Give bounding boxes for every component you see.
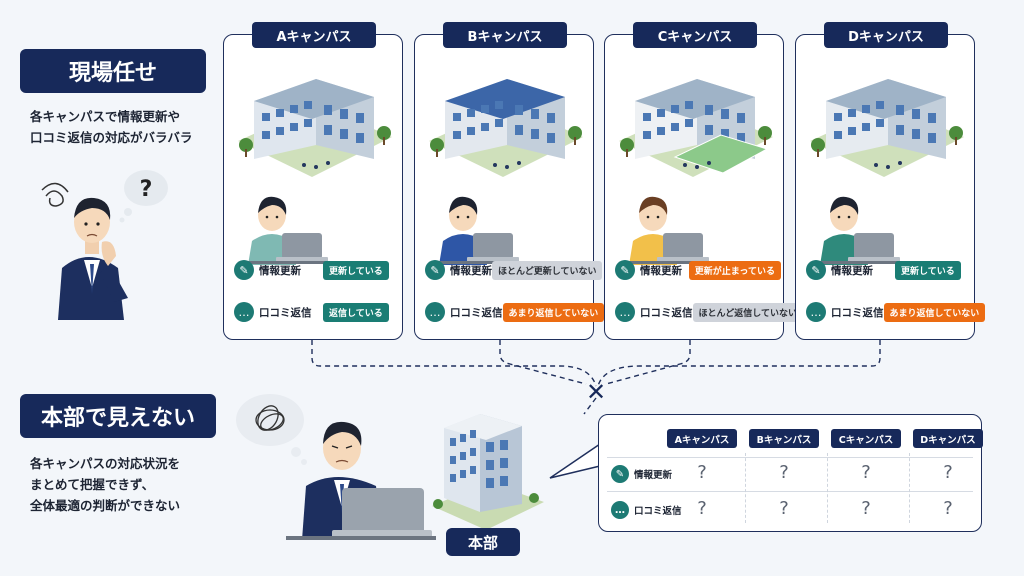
status-badge: あまり返信していない — [883, 302, 986, 322]
caption-line: 全体最適の判断ができない — [30, 498, 181, 513]
section-caption-on-site: 各キャンパスで情報更新や 口コミ返信の対応がバラバラ — [30, 106, 220, 148]
section-label-on-site: 現場任せ — [20, 49, 206, 93]
matrix-unknown-cell: ? — [943, 462, 953, 483]
matrix-unknown-cell: ? — [861, 498, 871, 519]
pencil-icon: ✎ — [234, 260, 254, 280]
matrix-column-header: Bキャンパス — [749, 429, 819, 448]
merge-cross-icon: ✕ — [586, 378, 606, 406]
matrix-column-header: Dキャンパス — [913, 429, 983, 448]
status-matrix: Aキャンパス Bキャンパス Cキャンパス Dキャンパス ✎ 情報更新 ???? … 口… — [598, 414, 983, 532]
status-row: ✎ 情報更新 更新している — [806, 259, 972, 281]
matrix-row-label: ✎ 情報更新 — [611, 461, 672, 487]
status-row: … 口コミ返信 返信している — [234, 301, 400, 323]
staff-at-laptop-illustration — [242, 196, 338, 265]
status-row: … 口コミ返信 あまり返信していない — [425, 301, 605, 323]
status-row-label: 情報更新 — [831, 264, 873, 277]
campus-card-title: Aキャンパス — [252, 22, 376, 48]
worried-hq-manager-illustration — [236, 394, 436, 540]
section-label-not-visible: 本部で見えない — [20, 394, 216, 438]
hq-building-illustration — [432, 414, 544, 530]
section-caption-not-visible: 各キャンパスの対応状況を まとめて把握できず、 全体最適の判断ができない — [30, 453, 260, 516]
campus-card: Aキャンパス ✎ 情報更新 — [223, 22, 403, 340]
pencil-icon: ✎ — [425, 260, 445, 280]
campus-building-illustration — [810, 79, 964, 177]
status-badge: 返信している — [323, 302, 389, 322]
campus-building-illustration — [238, 79, 392, 177]
staff-at-laptop-illustration — [433, 196, 529, 265]
campus-card: Dキャンパス ✎ 情報更新 — [795, 22, 986, 340]
campus-card-title: Cキャンパス — [633, 22, 757, 48]
status-row: ✎ 情報更新 ほとんど更新していない — [425, 259, 603, 281]
caption-line: 各キャンパスの対応状況を — [30, 456, 181, 471]
matrix-unknown-cell: ? — [861, 462, 871, 483]
status-row-label: 口コミ返信 — [450, 306, 503, 319]
question-thought-bubble-icon: ? — [119, 170, 168, 223]
matrix-unknown-cell: ? — [943, 498, 953, 519]
status-row: … 口コミ返信 あまり返信していない — [806, 301, 986, 323]
pencil-icon: ✎ — [806, 260, 826, 280]
campus-card: Cキャンパス ✎ 情報更新 — [604, 22, 803, 340]
matrix-column-header: Cキャンパス — [831, 429, 901, 448]
chat-bubble-icon: … — [425, 302, 445, 322]
confused-manager-illustration: ? — [41, 170, 168, 320]
status-badge: ほとんど更新していない — [492, 260, 603, 280]
caption-line: 口コミ返信の対応がバラバラ — [30, 130, 193, 145]
status-row: ✎ 情報更新 更新している — [234, 259, 400, 281]
status-row-label: 口コミ返信 — [259, 306, 312, 319]
pencil-icon: ✎ — [611, 465, 629, 483]
staff-at-laptop-illustration — [623, 196, 719, 265]
chat-bubble-icon: … — [234, 302, 254, 322]
status-badge: 更新している — [323, 260, 389, 280]
campus-card-title: Bキャンパス — [443, 22, 567, 48]
status-row: ✎ 情報更新 更新が止まっている — [615, 259, 781, 281]
matrix-row-text: 口コミ返信 — [634, 506, 682, 517]
chat-bubble-icon: … — [611, 501, 629, 519]
callout-pointer — [549, 442, 604, 479]
status-row-label: 情報更新 — [640, 264, 682, 277]
matrix-unknown-cell: ? — [779, 498, 789, 519]
thought-question-mark: ? — [140, 177, 153, 202]
status-row-label: 口コミ返信 — [640, 306, 693, 319]
campus-card: Bキャンパス ✎ 情報更新 — [414, 22, 605, 340]
matrix-column-header: Aキャンパス — [667, 429, 737, 448]
chat-bubble-icon: … — [806, 302, 826, 322]
staff-at-laptop-illustration — [814, 196, 910, 265]
chat-bubble-icon: … — [615, 302, 635, 322]
dizzy-swirl-icon — [41, 182, 69, 207]
status-row: … 口コミ返信 ほとんど返信していない — [615, 301, 803, 323]
status-badge: 更新が止まっている — [688, 260, 781, 280]
matrix-unknown-cell: ? — [779, 462, 789, 483]
pencil-icon: ✎ — [615, 260, 635, 280]
campus-card-title: Dキャンパス — [824, 22, 948, 48]
campus-building-illustration — [619, 79, 773, 177]
caption-line: 各キャンパスで情報更新や — [30, 109, 181, 124]
status-row-label: 情報更新 — [450, 264, 492, 277]
matrix-row-label: … 口コミ返信 — [611, 497, 682, 523]
status-badge: 更新している — [895, 260, 961, 280]
caption-line: まとめて把握できず、 — [30, 477, 155, 492]
matrix-row-text: 情報更新 — [634, 470, 673, 481]
status-row-label: 情報更新 — [259, 264, 301, 277]
campus-building-illustration — [429, 79, 583, 177]
status-badge: あまり返信していない — [502, 302, 605, 322]
matrix-unknown-cell: ? — [697, 462, 707, 483]
tangled-thought-bubble-icon — [236, 394, 307, 465]
status-badge: ほとんど返信していない — [692, 302, 803, 322]
matrix-unknown-cell: ? — [697, 498, 707, 519]
status-row-label: 口コミ返信 — [831, 306, 884, 319]
hq-label: 本部 — [446, 528, 520, 556]
